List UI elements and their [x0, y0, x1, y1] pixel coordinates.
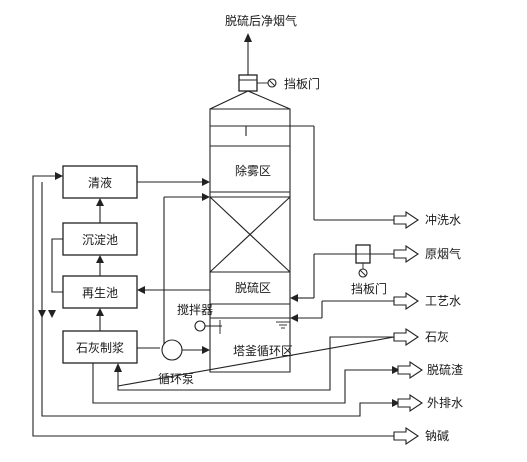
- lime-line-route: [114, 336, 394, 391]
- tower-to-regen-line: [137, 286, 210, 294]
- stream-residue: 脱硫渣: [427, 362, 463, 377]
- discharge-line: [38, 182, 400, 417]
- lime-line: [117, 336, 395, 387]
- clear-liquid-label: 清液: [88, 175, 112, 190]
- sediment-tank-box: [62, 222, 138, 256]
- box-chain-arrows: [96, 198, 104, 331]
- damper-box-top: [238, 74, 258, 92]
- process-water-line: [290, 300, 394, 322]
- damper-top-label: 挡板门: [284, 76, 320, 91]
- stream-lime: 石灰: [425, 330, 449, 344]
- regen-tank-box: [62, 275, 138, 309]
- stream-raw-gas: 原烟气: [425, 246, 461, 261]
- stream-flush-water: 冲洗水: [425, 212, 461, 227]
- pump: [137, 339, 210, 361]
- circulation-line: [163, 193, 210, 346]
- sediment-side-line: [48, 238, 63, 318]
- lime-slurry-label: 石灰制浆: [76, 340, 124, 355]
- lime-slurry-box: [62, 330, 138, 364]
- agitator: [194, 320, 222, 334]
- sediment-tank-label: 沉淀池: [82, 233, 118, 247]
- flush-water-line: [245, 125, 394, 221]
- stream-process-water: 工艺水: [425, 294, 461, 308]
- stream-arrows: [393, 210, 423, 446]
- stream-soda: 钠碱: [425, 428, 449, 443]
- stream-discharge-water: 外排水: [427, 396, 463, 410]
- absorber-tower: [209, 90, 291, 373]
- outlet-arrow: [244, 33, 252, 75]
- slurry-zone-label: 塔釜循环区: [233, 343, 293, 358]
- clear-to-tower-line: [137, 178, 210, 186]
- damper-side-label: 挡板门: [351, 281, 387, 296]
- agitator-label: 搅拌器: [177, 302, 213, 317]
- residue-line: [92, 363, 400, 404]
- soda-line: [32, 172, 394, 437]
- raw-gas-line: [290, 244, 394, 302]
- pump-label: 循环泵: [158, 372, 194, 386]
- regen-tank-label: 再生池: [82, 286, 118, 300]
- clean-flue-gas-title: 脱硫后净烟气: [225, 13, 297, 28]
- demist-zone-label: 除雾区: [235, 163, 271, 178]
- desulf-zone-label: 脱硫区: [235, 280, 271, 295]
